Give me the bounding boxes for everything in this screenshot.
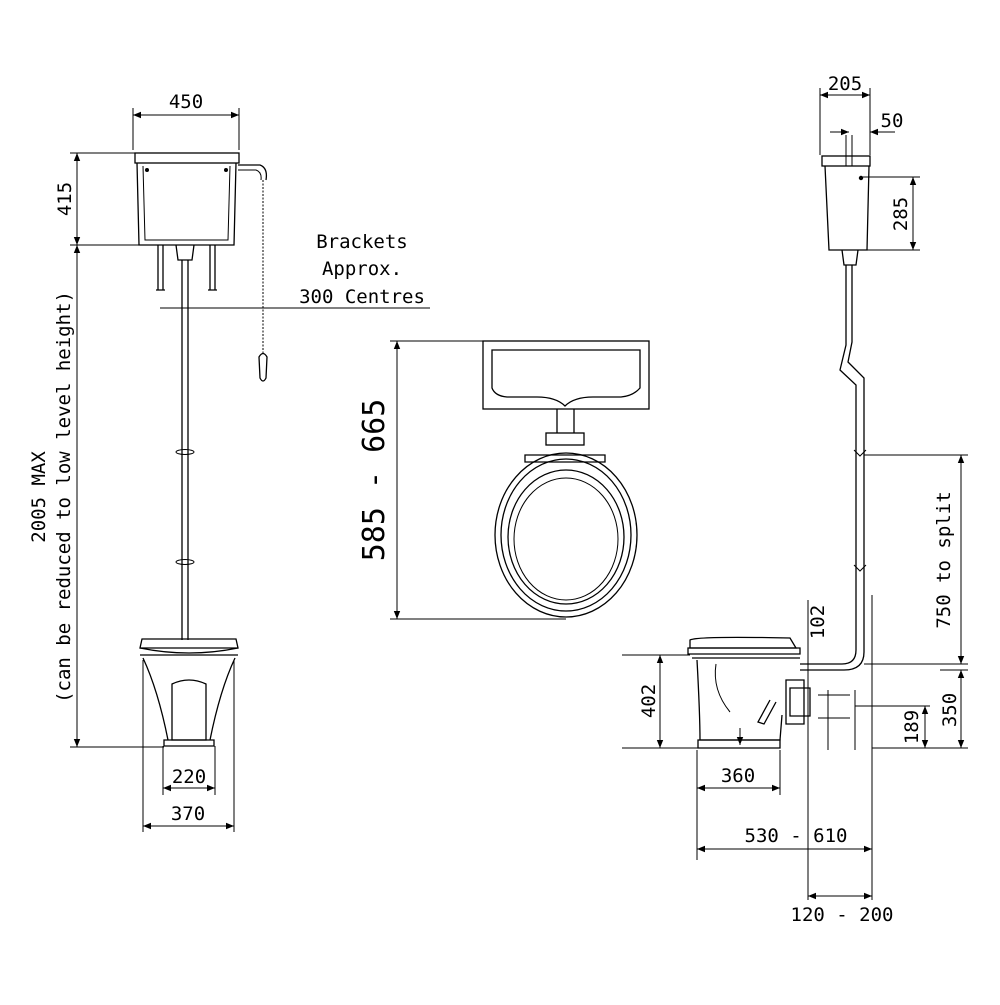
dim-label-inlet-height: 102 (807, 605, 829, 639)
dim-label-outlet-width: 220 (172, 766, 206, 788)
dim-side-cistern-depth: 205 (819, 73, 871, 155)
plan-view: 585 - 665 (357, 340, 650, 620)
dim-wall-gap-range: 120 - 200 (791, 892, 894, 926)
front-pan (139, 638, 239, 747)
bracket-note-line3: 300 Centres (299, 286, 425, 308)
dim-side-flush-offset: 50 (830, 110, 904, 136)
side-cistern (821, 135, 871, 266)
dim-pan-height: 402 (622, 654, 698, 749)
dim-label-outlet-height: 350 (939, 693, 961, 727)
plan-seat (494, 452, 638, 618)
dim-split-height: 750 to split (864, 454, 968, 665)
dim-label-outlet-center-height: 189 (901, 710, 923, 744)
side-flush-pipe (800, 265, 867, 671)
dim-label-side-cistern-depth: 205 (828, 73, 862, 95)
bracket-note-line1: Brackets (316, 231, 408, 253)
side-pan (687, 636, 811, 749)
dim-label-split-height: 750 to split (933, 491, 955, 628)
dim-label-pan-width: 370 (171, 803, 205, 825)
dim-outlet-height: 350 (872, 669, 968, 749)
dim-label-wall-gap-range: 120 - 200 (791, 904, 894, 926)
dim-base-depth: 360 (696, 750, 781, 860)
dim-label-overall-height: 2005 MAX (28, 451, 50, 543)
dim-cistern-height: 415 (54, 152, 139, 246)
front-pull-chain (258, 180, 268, 382)
front-cistern (134, 152, 268, 291)
dim-side-cistern-height: 285 (862, 176, 920, 251)
dim-plan-depth: 585 - 665 (357, 340, 566, 620)
dim-label-side-cistern-height: 285 (890, 197, 912, 231)
dim-label-side-flush-offset: 50 (881, 110, 904, 132)
dim-outlet-center-height: 189 (855, 705, 930, 748)
dim-label-cistern-height: 415 (54, 182, 76, 216)
side-wall-lines (807, 595, 873, 900)
front-flush-pipe (175, 260, 195, 640)
dim-label-pan-height: 402 (638, 684, 660, 718)
bracket-centres-note: Brackets Approx. 300 Centres (160, 231, 430, 309)
dim-label-projection-range: 530 - 610 (745, 825, 848, 847)
dim-projection-range: 530 - 610 (697, 825, 872, 853)
dim-overall-height: 2005 MAX (can be reduced to low level he… (28, 245, 164, 748)
dim-pan-width: 370 (142, 660, 235, 832)
dim-cistern-width: 450 (132, 91, 240, 150)
plan-connector (545, 409, 585, 446)
plan-cistern (482, 340, 650, 410)
dim-outlet-width: 220 (162, 746, 216, 795)
bracket-note-line2: Approx. (322, 258, 402, 280)
dim-label-overall-height-note: (can be reduced to low level height) (53, 291, 75, 703)
dim-inlet-height: 102 (807, 605, 829, 656)
dim-label-plan-depth: 585 - 665 (357, 399, 392, 562)
dim-label-base-depth: 360 (721, 765, 755, 787)
dim-label-cistern-width: 450 (169, 91, 203, 113)
front-view: 450 415 2005 MAX (can be reduced to low … (28, 91, 430, 832)
side-view: 205 50 285 750 to split 102 (622, 73, 968, 926)
